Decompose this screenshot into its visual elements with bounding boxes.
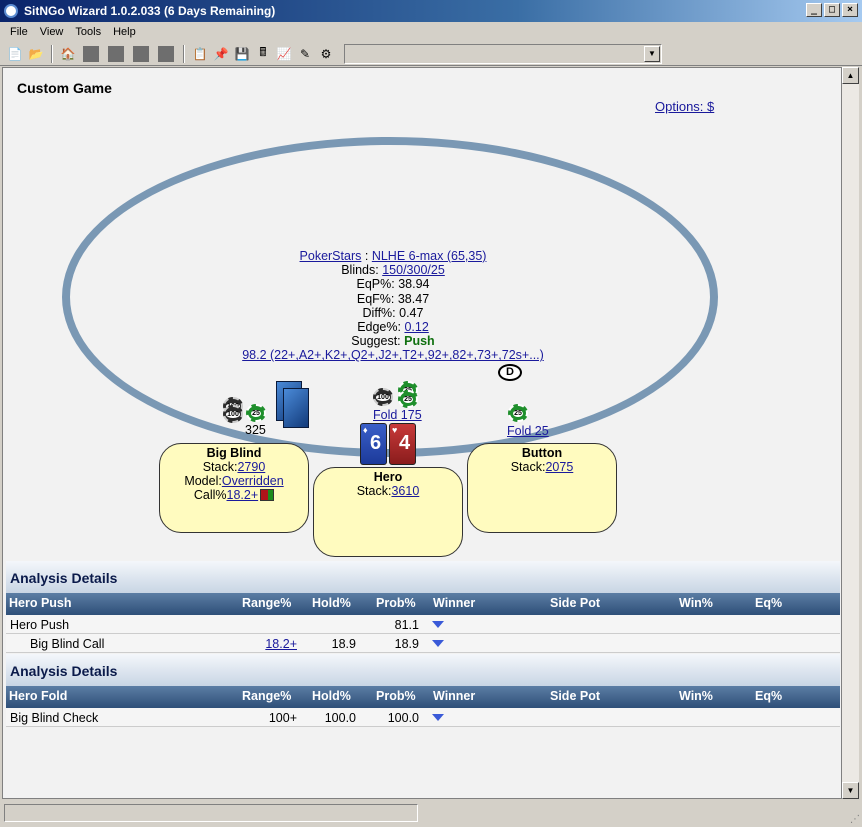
dealer-button: D: [498, 364, 522, 381]
hero-stack-link[interactable]: 3610: [391, 484, 420, 498]
disabled-tool-icon: [158, 45, 174, 62]
button-stack-link[interactable]: 2075: [545, 460, 574, 474]
toolbar-separator: [51, 44, 53, 63]
table-row: Hero Push 81.1: [6, 615, 840, 634]
eqp-label: EqP%:: [356, 277, 395, 292]
table-row: Big Blind Call 18.2+ 18.9 18.9: [6, 634, 840, 653]
disabled-tool-icon: [133, 45, 149, 62]
big-blind-bet: 325: [245, 423, 266, 437]
status-panel: [4, 804, 418, 822]
settings-icon[interactable]: ⚙: [320, 46, 332, 61]
toolbar-separator: [183, 44, 185, 63]
hero-card-1: ♦ 6: [360, 423, 387, 465]
seat-big-blind[interactable]: Big Blind Stack:2790 Model:Overridden Ca…: [159, 443, 309, 533]
chip-25-icon: 25: [508, 404, 528, 422]
analysis-column-header: Hero Fold Range% Hold% Prob% Winner Side…: [6, 686, 840, 708]
diff-value: 0.47: [399, 305, 424, 320]
button-fold-link[interactable]: Fold 25: [507, 424, 549, 438]
hero-card-2: ♥ 4: [389, 423, 416, 465]
seat-button[interactable]: Button Stack:2075: [467, 443, 617, 533]
blinds-link[interactable]: 150/300/25: [382, 263, 445, 278]
export-icon[interactable]: 💾: [234, 46, 250, 61]
chart-icon[interactable]: 📈: [276, 46, 292, 61]
scroll-up-icon[interactable]: ▲: [842, 67, 859, 84]
diff-label: Diff%:: [362, 305, 396, 320]
title-bar: SitNGo Wizard 1.0.2.033 (6 Days Remainin…: [0, 0, 862, 22]
eqp-value: 38.94: [398, 277, 430, 292]
disabled-tool-icon: [83, 45, 99, 62]
chevron-down-icon[interactable]: ▼: [644, 45, 660, 62]
analysis-header: Analysis Details: [6, 561, 840, 593]
app-icon: [4, 4, 18, 18]
game-select-combo[interactable]: ▼: [344, 43, 662, 64]
eqf-label: EqF%:: [356, 291, 395, 306]
analysis-column-header: Hero Push Range% Hold% Prob% Winner Side…: [6, 593, 840, 615]
copy-icon[interactable]: 📋: [192, 46, 208, 61]
scroll-down-icon[interactable]: ▼: [842, 782, 859, 799]
big-blind-model-link[interactable]: Overridden: [221, 474, 284, 488]
new-file-icon[interactable]: 📄: [7, 46, 23, 61]
chip-100-icon: 100: [373, 388, 393, 406]
winner-dropdown-icon[interactable]: [432, 640, 444, 647]
menu-file[interactable]: File: [10, 26, 28, 38]
paste-icon[interactable]: 📌: [213, 46, 229, 61]
page-title: Custom Game: [17, 80, 112, 96]
big-blind-call-link[interactable]: 18.2+: [226, 488, 259, 502]
edit-icon[interactable]: ✎: [299, 46, 311, 61]
close-button[interactable]: ×: [842, 3, 858, 17]
range-color-icon: [260, 489, 275, 501]
suggest-value: Push: [404, 334, 435, 349]
seat-name: Big Blind: [206, 446, 262, 460]
push-range-link[interactable]: 98.2 (22+,A2+,K2+,Q2+,J2+,T2+,92+,82+,73…: [242, 348, 544, 363]
status-bar: ⋰: [0, 800, 862, 827]
resize-grip-icon[interactable]: ⋰: [850, 814, 860, 825]
menu-help[interactable]: Help: [113, 26, 136, 38]
card-deck-icon: [283, 388, 309, 428]
minimize-button[interactable]: _: [806, 3, 822, 17]
disabled-tool-icon: [108, 45, 124, 62]
big-blind-stack-link[interactable]: 2790: [237, 460, 266, 474]
winner-dropdown-icon[interactable]: [432, 714, 444, 721]
edge-link[interactable]: 0.12: [404, 320, 429, 335]
chip-100-icon: 100: [223, 405, 243, 423]
seat-hero[interactable]: Hero Stack:3610: [313, 467, 463, 557]
open-folder-icon[interactable]: 📂: [28, 46, 44, 61]
calculator-icon[interactable]: 🖩: [259, 45, 267, 59]
analysis-header: Analysis Details: [6, 654, 840, 686]
chip-25-icon: 25: [246, 404, 266, 422]
edge-label: Edge%:: [357, 320, 401, 335]
window-title: SitNGo Wizard 1.0.2.033 (6 Days Remainin…: [24, 4, 276, 18]
seat-name: Hero: [373, 470, 403, 484]
maximize-button[interactable]: □: [824, 3, 840, 17]
vertical-scrollbar[interactable]: ▲ ▼: [842, 67, 859, 799]
chip-25-icon: 25: [398, 390, 418, 408]
seat-name: Button: [521, 446, 563, 460]
toolbar: 📄 📂 🏠 📋 📌 💾 🖩 📈 ✎ ⚙ ▼: [0, 42, 862, 66]
blinds-label: Blinds:: [341, 263, 379, 278]
menu-view[interactable]: View: [39, 26, 64, 38]
main-content: Custom Game Options: $ PokerStars : NLHE…: [2, 67, 842, 799]
eqf-value: 38.47: [397, 291, 430, 306]
structure-link[interactable]: NLHE 6-max (65,35): [371, 249, 487, 263]
suggest-label: Suggest:: [351, 334, 401, 349]
menu-tools[interactable]: Tools: [75, 26, 102, 38]
table-row: Big Blind Check 100+ 100.0 100.0: [6, 708, 840, 727]
window-controls: _ □ ×: [806, 3, 858, 17]
range-link[interactable]: 18.2+: [265, 637, 297, 651]
options-link[interactable]: Options: $: [655, 99, 715, 114]
game-info: PokerStars : NLHE 6-max (65,35) Blinds: …: [153, 249, 633, 363]
site-link[interactable]: PokerStars: [299, 249, 362, 263]
winner-dropdown-icon[interactable]: [432, 621, 444, 628]
hero-fold-link[interactable]: Fold 175: [373, 408, 422, 422]
home-icon[interactable]: 🏠: [60, 46, 76, 61]
menu-bar: File View Tools Help: [0, 22, 862, 42]
separator: :: [364, 249, 369, 263]
